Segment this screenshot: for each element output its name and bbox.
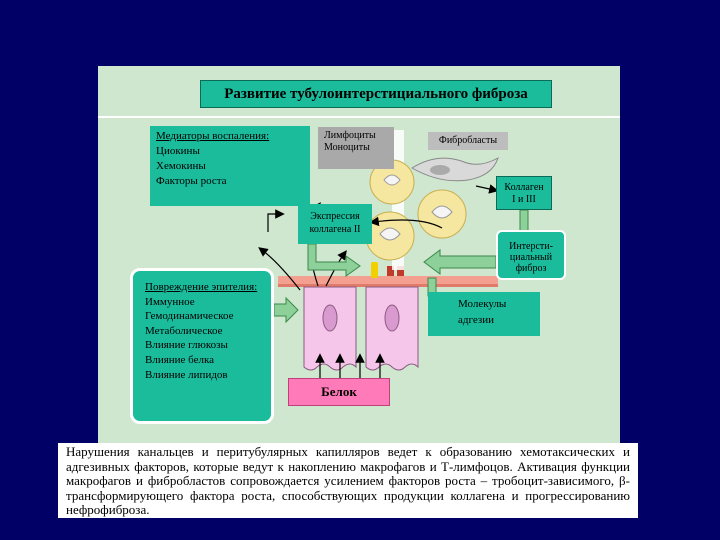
cell-nucleus bbox=[384, 304, 400, 332]
arrow-to-collagen bbox=[475, 184, 499, 194]
mediator-item: Факторы роста bbox=[156, 175, 227, 187]
adhesion-receptor bbox=[371, 262, 378, 278]
membrane-stripe bbox=[278, 284, 498, 287]
mediators-header: Медиаторы воспаления: bbox=[156, 130, 270, 142]
collagen-receptor bbox=[387, 266, 394, 276]
diagram-title: Развитие тубулоинтерстициального фиброза bbox=[200, 80, 552, 108]
cell-nucleus bbox=[322, 304, 338, 332]
monocytes-line: Моноциты bbox=[324, 142, 370, 153]
mediator-item: Циокины bbox=[156, 145, 200, 157]
fibroblast-icon bbox=[411, 156, 499, 182]
basement-membrane bbox=[278, 276, 498, 286]
collagen-type-line: I и III bbox=[512, 194, 536, 205]
arrow-to-mediators bbox=[267, 209, 285, 232]
lymphocytes-line: Лимфоциты bbox=[324, 130, 376, 141]
damage-item: Влияние липидов bbox=[145, 368, 228, 381]
arrow-to-expression bbox=[369, 216, 443, 229]
mediators-box: Медиаторы воспаления: Циокины Хемокины Ф… bbox=[150, 126, 310, 206]
panel-divider bbox=[98, 116, 620, 118]
lymphocytes-label: Лимфоциты Моноциты bbox=[318, 127, 394, 169]
adhesion-molecules-box: Молекулы адгезии bbox=[428, 292, 540, 336]
epithelial-cells bbox=[303, 286, 419, 371]
arrow-damage-to-cell bbox=[273, 296, 299, 324]
interstitial-line: фиброз bbox=[515, 263, 547, 274]
interstitial-line: циальный bbox=[509, 252, 553, 263]
collagen-receptor bbox=[397, 266, 404, 276]
collagen-connector bbox=[519, 209, 529, 233]
damage-item: Метаболическое bbox=[145, 324, 223, 337]
interstitial-fibrosis-box: Интерсти- циальный фиброз bbox=[496, 230, 566, 280]
adhesion-line: адгезии bbox=[458, 314, 494, 326]
caption-text: Нарушения канальцев и перитубулярных кап… bbox=[58, 443, 638, 518]
expression-box: Экспрессия коллагена II bbox=[298, 204, 372, 244]
expression-line: Экспрессия bbox=[310, 211, 360, 222]
expression-line: коллагена II bbox=[309, 224, 361, 235]
collagen-line: Коллаген bbox=[504, 182, 544, 193]
arrow bbox=[258, 247, 301, 291]
mediator-item: Хемокины bbox=[156, 160, 206, 172]
macrophages bbox=[365, 159, 467, 261]
fibroblast-nucleus bbox=[430, 165, 450, 175]
damage-item: Влияние глюкозы bbox=[145, 339, 228, 352]
protein-box: Белок bbox=[288, 378, 390, 406]
epithelial-damage-box: Повреждение эпителия: Иммунное Гемодинам… bbox=[130, 268, 274, 424]
arrow-interstitial-to-cell bbox=[423, 249, 497, 275]
damage-item: Гемодинамическое bbox=[145, 310, 234, 323]
fibroblasts-label: Фибробласты bbox=[428, 132, 508, 150]
collagen-box: Коллаген I и III bbox=[496, 176, 552, 210]
damage-item: Влияние белка bbox=[145, 353, 215, 366]
adhesion-line: Молекулы bbox=[458, 298, 507, 310]
arrow-expression-to-cell bbox=[307, 243, 361, 277]
interstitial-line: Интерсти- bbox=[509, 241, 553, 252]
damage-item: Иммунное bbox=[145, 295, 195, 308]
damage-header: Повреждение эпителия: bbox=[145, 281, 258, 293]
